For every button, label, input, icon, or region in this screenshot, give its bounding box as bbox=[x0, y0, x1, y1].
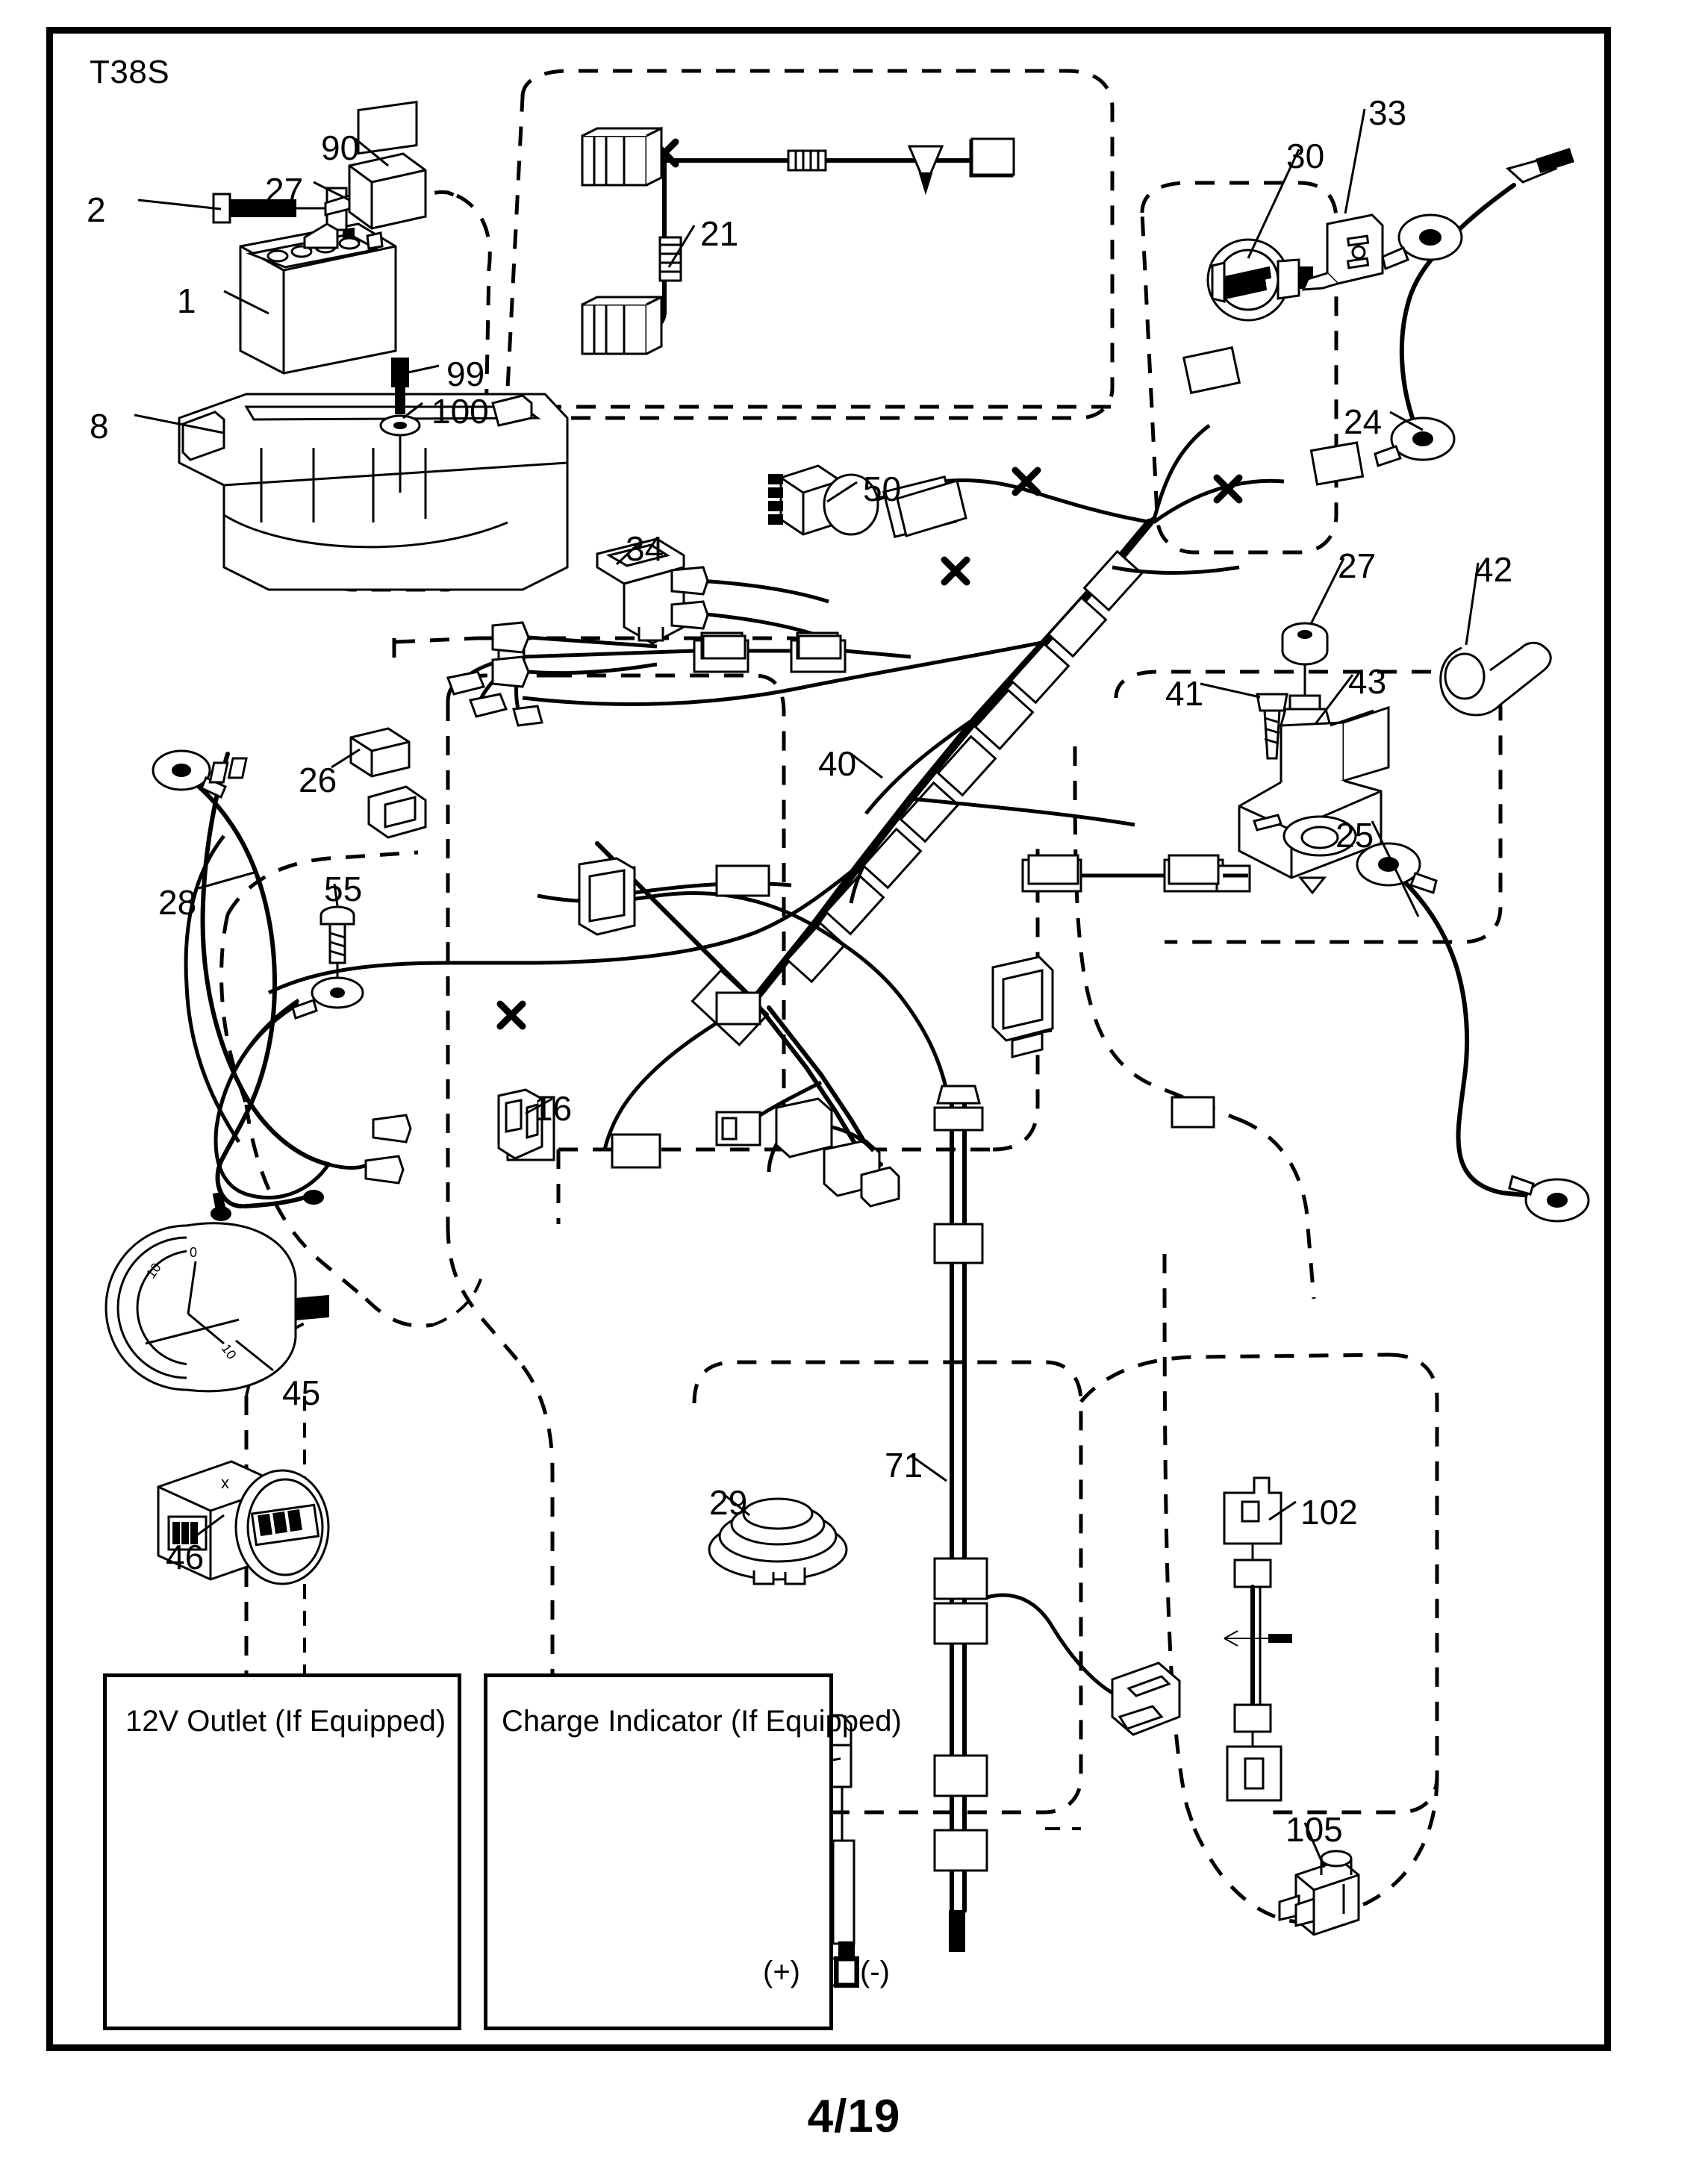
callout-99: 99 bbox=[446, 355, 485, 393]
callout-50: 50 bbox=[863, 469, 902, 508]
svg-text:x: x bbox=[221, 1473, 229, 1492]
model-code: T38S bbox=[90, 54, 170, 90]
inset-charge-indicator-title: Charge Indicator (If Equipped) bbox=[502, 1705, 902, 1738]
svg-text:0: 0 bbox=[190, 1245, 197, 1260]
polarity-negative: (-) bbox=[860, 1956, 890, 1988]
callout-30: 30 bbox=[1286, 137, 1325, 175]
polarity-positive: (+) bbox=[763, 1956, 800, 1988]
inset-12v-outlet bbox=[103, 1673, 461, 2030]
callout-43: 43 bbox=[1348, 662, 1387, 701]
callout-102: 102 bbox=[1300, 1493, 1358, 1532]
callout-40: 40 bbox=[818, 744, 857, 783]
callout-25: 25 bbox=[1335, 816, 1374, 855]
callout-2: 2 bbox=[87, 190, 106, 229]
callout-21: 21 bbox=[700, 214, 739, 253]
callout-90: 90 bbox=[321, 128, 360, 167]
callout-100: 100 bbox=[431, 392, 489, 431]
callout-16: 16 bbox=[534, 1089, 573, 1128]
inset-charge-indicator bbox=[484, 1673, 833, 2030]
callout-29: 29 bbox=[709, 1483, 748, 1522]
inset-12v-outlet-title: 12V Outlet (If Equipped) bbox=[125, 1705, 446, 1738]
page-number: 4/19 bbox=[807, 2091, 901, 2142]
callout-28: 28 bbox=[158, 883, 197, 922]
callout-45: 45 bbox=[282, 1373, 321, 1412]
callout-27a: 27 bbox=[265, 171, 304, 210]
callout-1: 1 bbox=[177, 281, 196, 320]
callout-34: 34 bbox=[626, 529, 664, 568]
callout-24: 24 bbox=[1344, 402, 1383, 441]
callout-55: 55 bbox=[324, 870, 363, 908]
callout-46: 46 bbox=[166, 1538, 205, 1576]
callout-41: 41 bbox=[1165, 674, 1204, 713]
callout-71: 71 bbox=[885, 1446, 923, 1485]
callout-33: 33 bbox=[1368, 93, 1407, 132]
callout-42: 42 bbox=[1474, 550, 1513, 589]
callout-8: 8 bbox=[90, 407, 109, 446]
callout-27b: 27 bbox=[1338, 546, 1377, 585]
callout-26: 26 bbox=[299, 761, 337, 799]
callout-105: 105 bbox=[1285, 1810, 1343, 1849]
